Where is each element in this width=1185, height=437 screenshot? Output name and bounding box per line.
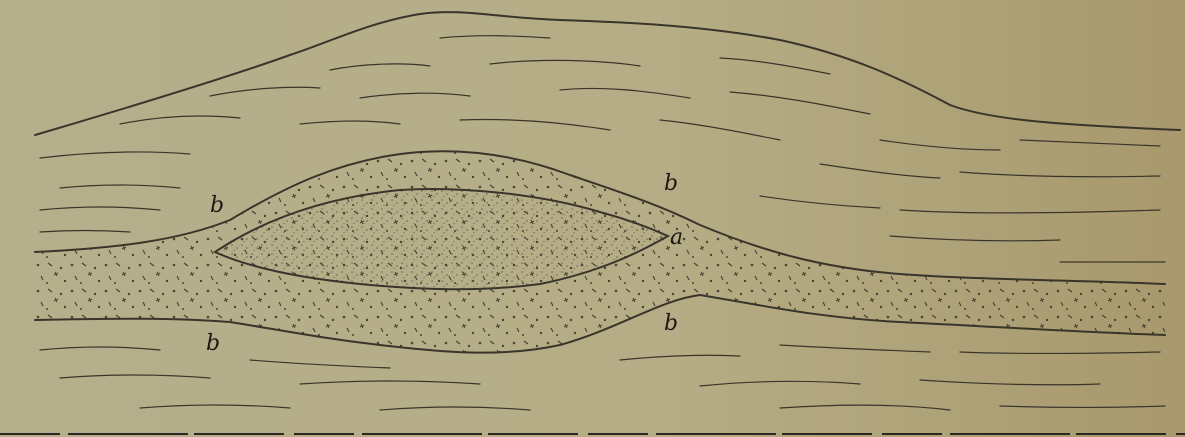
label-b-lower-left: b xyxy=(206,331,220,356)
label-a-right: a xyxy=(670,225,683,250)
label-b-lower-right: b xyxy=(664,311,678,336)
label-b-upper-left: b xyxy=(210,193,224,218)
label-b-upper-right: b xyxy=(664,171,678,196)
